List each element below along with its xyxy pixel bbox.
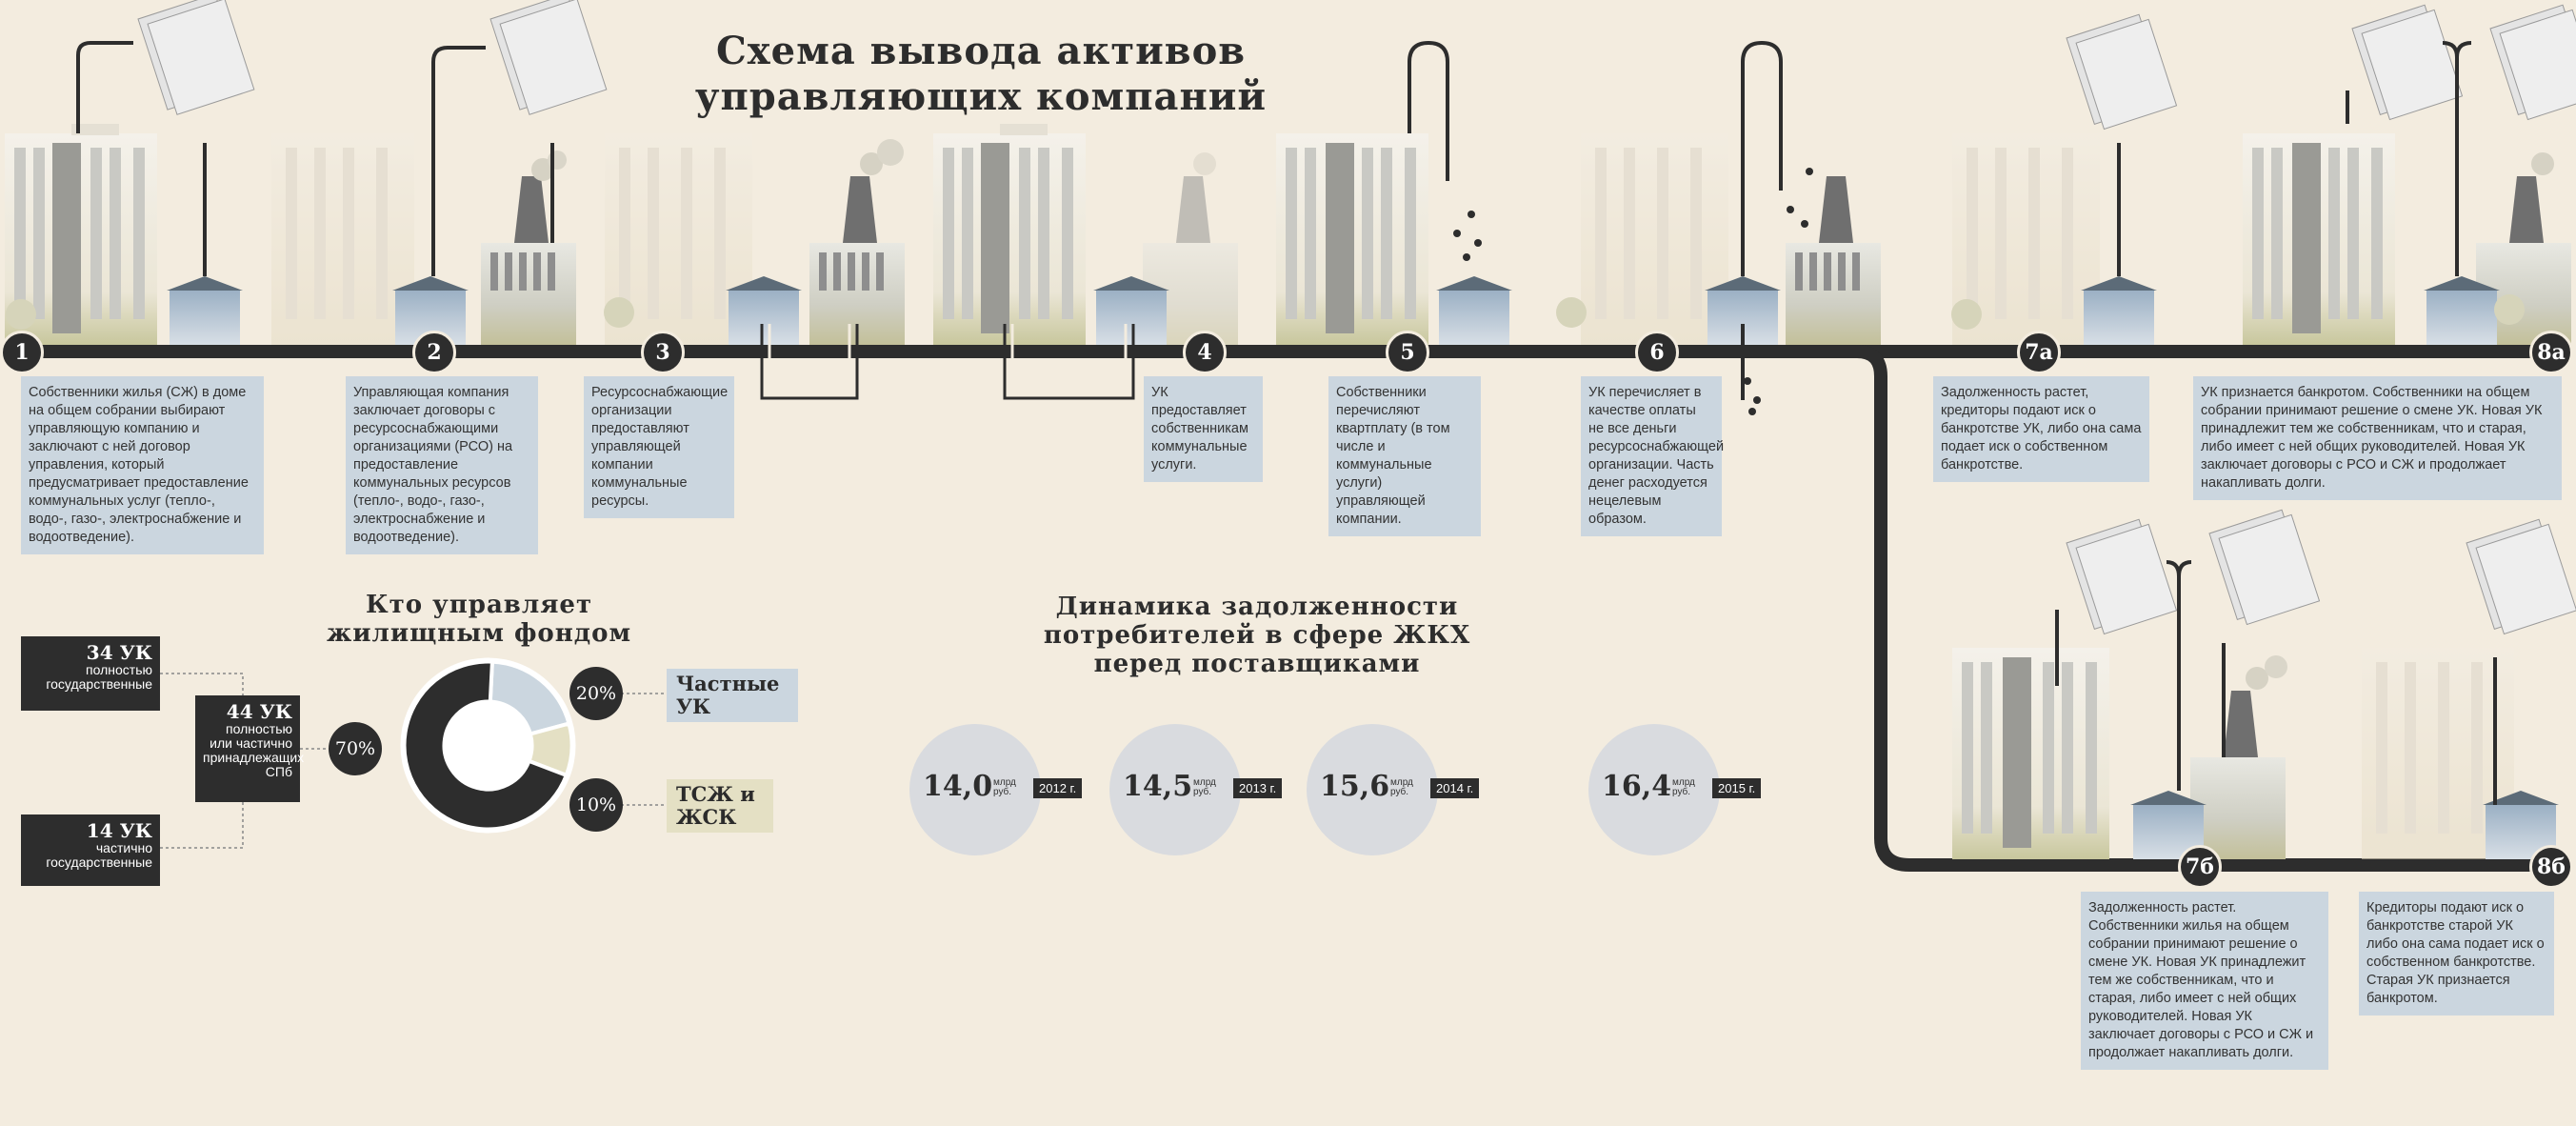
debt-value: 14,5 [1123,770,1193,803]
debt-item-2014: 15,6 млрд руб. 2014 г. [1307,724,1497,857]
trees [6,294,2525,330]
step-marker-7a: 7а [2017,331,2061,374]
debt-item-2013: 14,5 млрд руб. 2013 г. [1109,724,1300,857]
state-full-label: 34 УК полностью государственные [21,636,160,711]
step-description-8a: УК признается банкротом. Собственники на… [2193,376,2562,500]
spb-owned-label: 44 УК полностью или частично принадлежащ… [195,695,304,802]
debt-year: 2013 г. [1233,778,1283,798]
debt-year: 2014 г. [1430,778,1480,798]
step-description-3: Ресурсоснабжающие организации предоставл… [584,376,734,518]
factory-2 [809,139,905,345]
step-description-6: УК перечисляет в качестве оплаты не все … [1581,376,1724,536]
residential-building-9 [1952,648,2109,859]
debt-item-2015: 16,4 млрд руб. 2015 г. [1588,724,1779,857]
spb-owned-count: 44 УК [226,700,292,723]
debt-title: Динамика задолженности потребителей в сф… [1043,593,1471,678]
factory-4 [1786,176,1881,345]
factory-1 [481,151,576,345]
pipe-connectors [760,324,1135,400]
office-uk-icons [167,276,2559,859]
debt-year: 2012 г. [1033,778,1083,798]
document-icons [137,0,2576,635]
step-marker-6: 6 [1635,331,1679,374]
legend-tsj: ТСЖ и ЖСК [667,779,773,833]
state-partial-label: 14 УК частично государственные [21,814,160,886]
step-description-7b: Задолженность растет. Собственники жилья… [2081,892,2328,1070]
debt-year: 2015 г. [1712,778,1762,798]
residential-building-2 [271,133,414,345]
debt-circle [909,724,1041,855]
debt-circle [1307,724,1438,855]
money-coins [1453,168,1813,415]
step-description-1: Собственники жилья (СЖ) в доме на общем … [21,376,264,554]
step-description-2: Управляющая компания заключает договоры … [346,376,538,554]
step-marker-2: 2 [412,331,456,374]
pct-private: 20% [569,667,623,720]
state-full-count: 34 УК [86,641,152,664]
debt-value: 16,4 [1602,770,1672,803]
housing-connectors [160,673,667,849]
debt-unit: млрд руб. [1390,777,1413,797]
debt-circle [1588,724,1720,855]
residential-building-7 [1952,133,2100,345]
donut-hole [446,703,530,788]
step-marker-4: 4 [1183,331,1227,374]
residential-building-4 [933,124,1086,345]
step-marker-5: 5 [1386,331,1429,374]
debt-unit: млрд руб. [1193,777,1216,797]
debt-unit: млрд руб. [993,777,1016,797]
housing-title: Кто управляет жилищным фондом [326,591,632,648]
debt-value: 14,0 [923,770,993,803]
housing-donut-chart [400,657,576,834]
step-marker-7b: 7б [2178,845,2222,889]
pct-tsj: 10% [569,778,623,832]
state-partial-text: частично государственные [46,840,152,870]
step-marker-8b: 8б [2529,845,2573,889]
residential-building-6 [1581,133,1728,345]
spb-owned-text: полностью или частично принадлежащих СПб [203,721,305,779]
state-partial-count: 14 УК [86,819,152,842]
step-description-8b: Кредиторы подают иск о банкротстве старо… [2359,892,2554,1015]
factory-6 [2190,655,2287,859]
debt-value: 15,6 [1320,770,1390,803]
step-marker-8a: 8а [2529,331,2573,374]
pct-state: 70% [329,722,382,775]
residential-building-1 [5,124,157,345]
residential-building-5 [1276,133,1428,345]
debt-item-2012: 14,0 млрд руб. 2012 г. [909,724,1100,857]
page-title: Схема вывода активов управляющих компани… [694,29,1268,119]
debt-unit: млрд руб. [1672,777,1695,797]
flow-arrows [76,40,2497,805]
donut-slice-state [402,659,569,832]
debt-circle [1109,724,1241,855]
legend-private: Частные УК [667,669,798,722]
step-marker-3: 3 [641,331,685,374]
step-marker-1: 1 [0,331,44,374]
step-description-5: Собственники перечисляют квартплату (в т… [1328,376,1481,536]
step-description-7a: Задолженность растет, кредиторы подают и… [1933,376,2149,482]
step-description-4: УК предоставляет собственникам коммуналь… [1144,376,1263,482]
residential-building-8 [2243,133,2395,345]
state-full-text: полностью государственные [46,662,152,692]
